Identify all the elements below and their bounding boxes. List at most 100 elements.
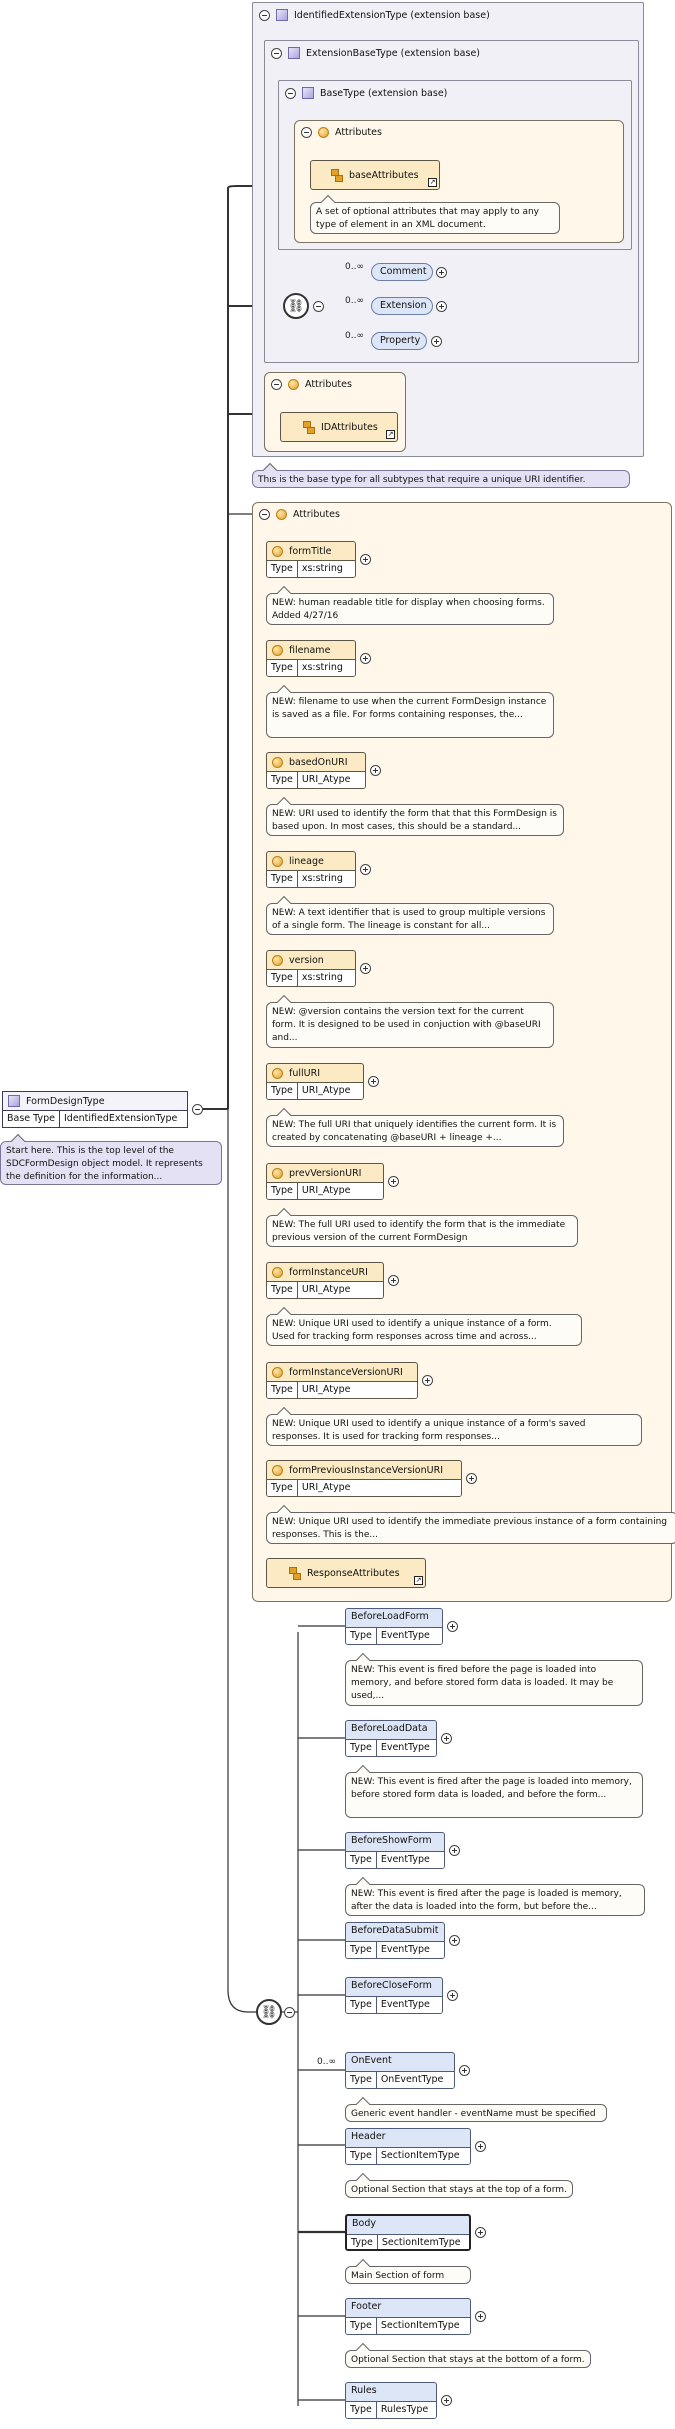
type-label: Type: [267, 1282, 298, 1298]
type-label: Type: [346, 1997, 377, 2013]
expand-toggle[interactable]: [436, 267, 447, 278]
element-type: OnEventType: [380, 2074, 444, 2085]
complex-type-icon: [288, 47, 300, 59]
element-name: Header: [351, 2131, 386, 2142]
expand-toggle[interactable]: [431, 336, 442, 347]
expand-toggle[interactable]: [388, 1176, 399, 1187]
comment-element[interactable]: Comment: [371, 263, 433, 281]
expand-toggle[interactable]: [466, 1473, 477, 1484]
property-element[interactable]: Property: [371, 332, 427, 350]
element-doc: NEW: This event is fired after the page …: [345, 1884, 645, 1916]
attribute-doc: NEW: @version contains the version text …: [266, 1002, 554, 1048]
expand-toggle[interactable]: [360, 864, 371, 875]
attribute-name: formInstanceVersionURI: [289, 1366, 403, 1378]
expand-toggle[interactable]: [436, 301, 447, 312]
collapse-toggle[interactable]: [271, 379, 282, 390]
attribute-icon: [272, 644, 283, 656]
type-label: Type: [267, 970, 298, 986]
attribute-name: prevVersionURI: [289, 1167, 362, 1179]
attribute-name: lineage: [289, 855, 324, 867]
expand-toggle[interactable]: [360, 554, 371, 565]
expand-toggle[interactable]: [370, 765, 381, 776]
element-name: OnEvent: [351, 2055, 392, 2066]
expand-toggle[interactable]: [441, 1733, 452, 1744]
expand-toggle[interactable]: [388, 1275, 399, 1286]
expand-toggle[interactable]: [475, 2311, 486, 2322]
type-label: Type: [267, 660, 298, 676]
collapse-toggle[interactable]: [285, 87, 296, 99]
element-type: SectionItemType: [380, 2320, 460, 2331]
type-label: Type: [267, 772, 298, 788]
type-label: Type: [267, 1183, 298, 1199]
attribute-type: URI_Atype: [301, 1185, 351, 1196]
expand-toggle[interactable]: [449, 1935, 460, 1946]
extension-element[interactable]: Extension: [371, 297, 433, 315]
element-name: BeforeShowForm: [351, 1835, 432, 1846]
attribute-name: basedOnURI: [289, 756, 348, 768]
type-label: Type: [346, 1942, 377, 1958]
response-attributes-ref[interactable]: ResponseAttributes: [266, 1558, 426, 1588]
collapse-toggle[interactable]: [301, 127, 312, 138]
collapse-toggle[interactable]: [271, 47, 282, 59]
type-label: Type: [346, 2318, 377, 2334]
type-label: Type: [346, 2402, 377, 2418]
collapse-toggle[interactable]: [259, 509, 270, 520]
expand-toggle[interactable]: [360, 653, 371, 664]
seq-occurrence: 0..∞: [345, 296, 364, 306]
id-attributes-name: IDAttributes: [321, 421, 378, 433]
element-name: BeforeCloseForm: [351, 1980, 432, 1991]
expand-toggle[interactable]: [422, 1375, 433, 1386]
attribute-doc: NEW: Unique URI used to identify a uniqu…: [266, 1314, 582, 1346]
element-doc: NEW: This event is fired before the page…: [345, 1660, 643, 1706]
type-label: Type: [346, 1852, 377, 1868]
expand-toggle[interactable]: [447, 1621, 458, 1632]
expand-toggle[interactable]: [475, 2227, 486, 2238]
collapse-toggle[interactable]: [259, 9, 270, 21]
expand-toggle[interactable]: [449, 1845, 460, 1856]
root-element[interactable]: FormDesignType Base Type IdentifiedExten…: [2, 1091, 188, 1128]
type-label: Type: [267, 561, 298, 577]
expand-toggle[interactable]: [475, 2141, 486, 2152]
reference-arrow-icon: ↗: [428, 178, 437, 187]
reference-arrow-icon: ↗: [414, 1576, 423, 1585]
expand-toggle[interactable]: [441, 2395, 452, 2406]
element-doc: Generic event handler - eventName must b…: [345, 2104, 607, 2122]
element-name: Rules: [351, 2385, 377, 2396]
id-attributes-ref[interactable]: IDAttributes: [280, 412, 398, 442]
element-doc: Main Section of form: [345, 2266, 471, 2284]
attribute-doc: NEW: URI used to identify the form that …: [266, 804, 564, 836]
expand-toggle[interactable]: [360, 963, 371, 974]
expand-toggle[interactable]: [459, 2065, 470, 2076]
expand-toggle[interactable]: [368, 1076, 379, 1087]
sequence-collapse-toggle[interactable]: [284, 2007, 295, 2018]
expand-toggle[interactable]: [447, 1990, 458, 2001]
root-collapse-toggle[interactable]: [192, 1104, 203, 1115]
base-attributes-ref[interactable]: baseAttributes: [310, 160, 440, 190]
element-name: BeforeDataSubmit: [351, 1925, 439, 1936]
root-name: FormDesignType: [26, 1095, 105, 1107]
complex-type-icon: [276, 9, 288, 21]
sequence-collapse-toggle[interactable]: [313, 301, 324, 312]
element-occurrence: 0..∞: [317, 2057, 336, 2067]
attribute-icon: [276, 509, 287, 520]
